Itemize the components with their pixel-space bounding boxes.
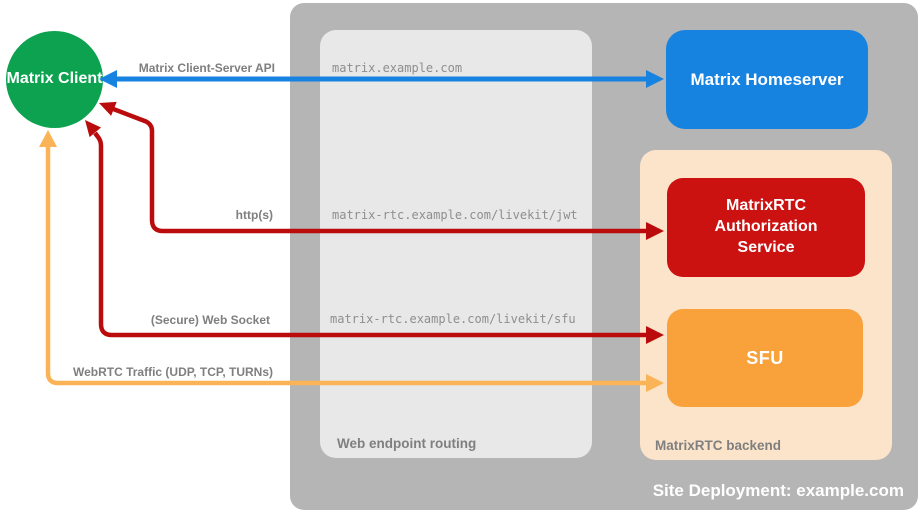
homeserver-label: Matrix Homeserver bbox=[690, 69, 844, 89]
backend-box-label: MatrixRTC backend bbox=[655, 438, 782, 453]
endpoint-url-matrix: matrix.example.com bbox=[332, 61, 463, 75]
endpoint-url-livekit-jwt: matrix-rtc.example.com/livekit/jwt bbox=[332, 208, 578, 222]
sfu-node: SFU bbox=[667, 309, 863, 407]
auth-service-label: MatrixRTC Authorization Service bbox=[714, 197, 818, 256]
routing-box: Web endpoint routing bbox=[320, 30, 592, 458]
deployment-title: Site Deployment: example.com bbox=[652, 481, 904, 500]
endpoint-url-livekit-sfu: matrix-rtc.example.com/livekit/sfu bbox=[330, 312, 576, 326]
homeserver-node: Matrix Homeserver bbox=[666, 30, 868, 129]
webrtc-arrowhead-client bbox=[39, 130, 57, 147]
http-arrowhead-client bbox=[99, 101, 117, 116]
matrix-client-label: Matrix Client bbox=[6, 70, 103, 88]
routing-box-label: Web endpoint routing bbox=[337, 436, 477, 451]
connection-label-websocket: (Secure) Web Socket bbox=[150, 313, 270, 327]
connection-label-webrtc-traffic: WebRTC Traffic (UDP, TCP, TURNs) bbox=[72, 365, 273, 379]
auth-service-node: MatrixRTC Authorization Service bbox=[667, 178, 865, 277]
connection-label-https: http(s) bbox=[235, 208, 273, 222]
sfu-label: SFU bbox=[746, 347, 784, 368]
matrix-client-node: Matrix Client bbox=[6, 31, 103, 128]
connection-label-client-server-api: Matrix Client-Server API bbox=[138, 61, 275, 75]
websocket-arrowhead-client bbox=[85, 120, 101, 138]
